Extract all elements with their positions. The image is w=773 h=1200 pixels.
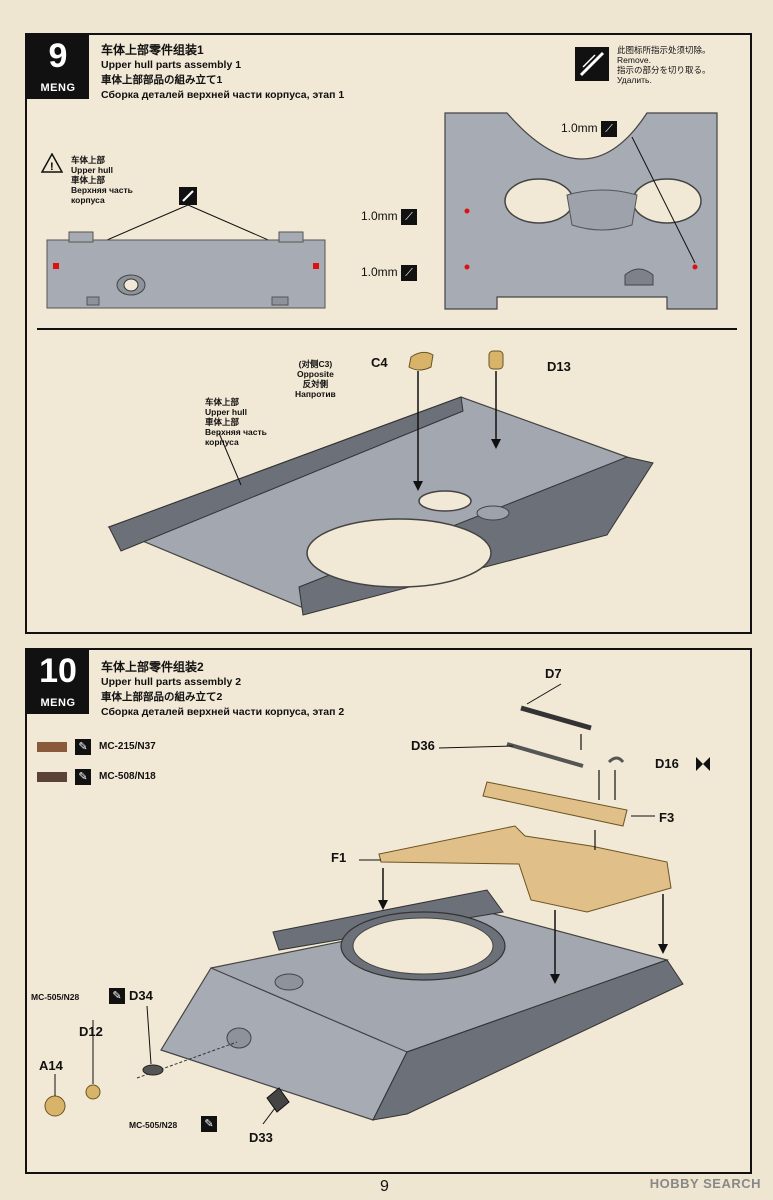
- hull-ja: 車体上部: [205, 417, 240, 427]
- title-zh: 车体上部零件组装1: [101, 43, 204, 57]
- paint-label-1: MC-215/N37: [99, 741, 156, 752]
- warning-zh: 车体上部: [71, 155, 106, 165]
- drill-2-text: 1.0mm: [361, 209, 398, 224]
- remove-note: 此图标所指示处须切除。 Remove. 指示の部分を切り取る。 Удалить.: [617, 45, 711, 85]
- cut-icon-small: [179, 187, 197, 205]
- step-number: 10: [39, 652, 77, 690]
- drill-label-2: 1.0mm ⟋: [361, 209, 418, 225]
- part-d16: D16: [655, 756, 679, 771]
- brush-icon: ✎: [109, 988, 125, 1004]
- hull-label: 车体上部 Upper hull 車体上部 Верхняя часть корпу…: [205, 397, 267, 447]
- remove-note-ja: 指示の部分を切り取る。: [617, 65, 711, 75]
- watermark: HOBBY SEARCH: [649, 1176, 761, 1191]
- step-9-panel: 9 MENG 车体上部零件组装1 Upper hull parts assemb…: [25, 33, 752, 634]
- step-9-assembly-drawing: [107, 350, 654, 616]
- svg-text:!: !: [50, 161, 54, 173]
- drill-label-1: 1.0mm ⟋: [561, 121, 618, 137]
- brush-icon: ✎: [75, 739, 91, 755]
- step-9-hull-views: [46, 112, 718, 310]
- c4-note-ru: Напротив: [295, 389, 336, 399]
- step-10-assembly-drawing: [44, 683, 684, 1125]
- part-c4: C4: [371, 355, 388, 370]
- part-d12: D12: [79, 1024, 103, 1039]
- drill-icon: ⟋: [401, 265, 418, 281]
- brush-icon: ✎: [75, 769, 91, 785]
- cut-icon: [575, 47, 609, 81]
- title-en: Upper hull parts assembly 2: [101, 676, 242, 688]
- title-en: Upper hull parts assembly 1: [101, 59, 242, 71]
- drill-1-text: 1.0mm: [561, 121, 598, 136]
- step-10-panel: 10 MENG 车体上部零件组装2 Upper hull parts assem…: [25, 648, 752, 1174]
- hull-ru-1: Верхняя часть: [205, 427, 267, 437]
- title-ru: Сборка деталей верхней части корпуса, эт…: [101, 706, 345, 718]
- drill-label-3: 1.0mm ⟋: [361, 265, 418, 281]
- remove-note-ru: Удалить.: [617, 75, 652, 85]
- part-d34: D34: [129, 988, 153, 1003]
- meng-logo: MENG: [40, 82, 76, 94]
- part-a14: A14: [39, 1058, 63, 1073]
- title-ja: 車体上部部品の組み立て2: [101, 691, 223, 703]
- drill-icon: ⟋: [601, 121, 618, 137]
- page-number: 9: [380, 1178, 389, 1195]
- c4-note-en: Opposite: [296, 369, 334, 379]
- drill-3-text: 1.0mm: [361, 265, 398, 280]
- step-10-title: 车体上部零件组装2 Upper hull parts assembly 2 車体…: [101, 660, 344, 720]
- divider: [37, 328, 737, 330]
- part-d33: D33: [249, 1130, 273, 1145]
- warning-label: 车体上部 Upper hull 車体上部 Верхняя часть корпу…: [71, 155, 133, 205]
- paint-d34: MC-505/N28: [31, 992, 80, 1002]
- part-d36: D36: [411, 738, 435, 753]
- part-f3: F3: [659, 810, 675, 825]
- warning-en: Upper hull: [71, 165, 114, 175]
- paint-d33: MC-505/N28: [129, 1120, 178, 1130]
- paint-label-2: MC-508/N18: [99, 771, 156, 782]
- warning-ja: 車体上部: [71, 175, 106, 185]
- warning-ru-1: Верхняя часть: [71, 185, 133, 195]
- title-zh: 车体上部零件组装2: [101, 660, 204, 674]
- c4-note-zh: (对侧C3): [298, 359, 333, 369]
- brush-icon: ✎: [201, 1116, 217, 1132]
- step-number: 9: [48, 37, 68, 75]
- meng-logo: MENG: [40, 697, 76, 709]
- paint-swatch-1: [37, 742, 67, 752]
- step-9-title: 车体上部零件组装1 Upper hull parts assembly 1 車体…: [101, 43, 344, 103]
- part-f1: F1: [331, 850, 347, 865]
- part-d7: D7: [545, 666, 562, 681]
- hull-zh: 车体上部: [205, 397, 240, 407]
- step-9-badge: 9 MENG: [27, 35, 89, 99]
- title-ru: Сборка деталей верхней части корпуса, эт…: [101, 89, 345, 101]
- hull-en: Upper hull: [205, 407, 248, 417]
- step-10-badge: 10 MENG: [27, 650, 89, 714]
- title-ja: 車体上部部品の組み立て1: [101, 74, 223, 86]
- warning-ru-2: корпуса: [71, 195, 105, 205]
- hull-ru-2: корпуса: [205, 437, 239, 447]
- part-d13: D13: [547, 359, 571, 374]
- remove-note-en: Remove.: [617, 55, 652, 65]
- paint-swatch-2: [37, 772, 67, 782]
- drill-icon: ⟋: [401, 209, 418, 225]
- remove-note-zh: 此图标所指示处须切除。: [617, 45, 711, 55]
- c4-note: (对侧C3) Opposite 反対側 Напротив: [295, 359, 336, 399]
- c4-note-ja: 反対側: [302, 379, 329, 389]
